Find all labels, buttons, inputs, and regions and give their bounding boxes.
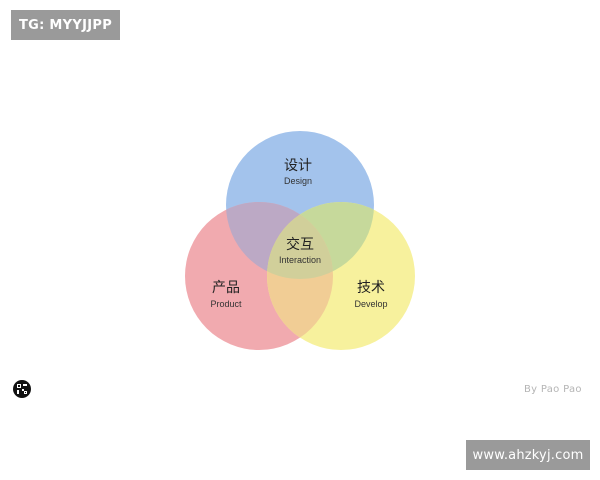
design-label-en: Design	[284, 176, 312, 186]
product-label-en: Product	[210, 299, 242, 309]
qr-badge-icon	[13, 380, 31, 398]
center-overlap	[267, 202, 333, 279]
product-label-zh: 产品	[212, 280, 240, 296]
interaction-label-zh: 交互	[286, 236, 314, 253]
develop-label-zh: 技术	[357, 280, 385, 296]
design-label-zh: 设计	[284, 158, 312, 174]
develop-label-en: Develop	[354, 299, 387, 309]
watermark-bottom: www.ahzkyj.com	[466, 440, 590, 470]
interaction-label-en: Interaction	[279, 255, 321, 265]
author-credit: By Pao Pao	[524, 384, 582, 395]
watermark-top: TG: MYYJJPP	[11, 10, 120, 40]
